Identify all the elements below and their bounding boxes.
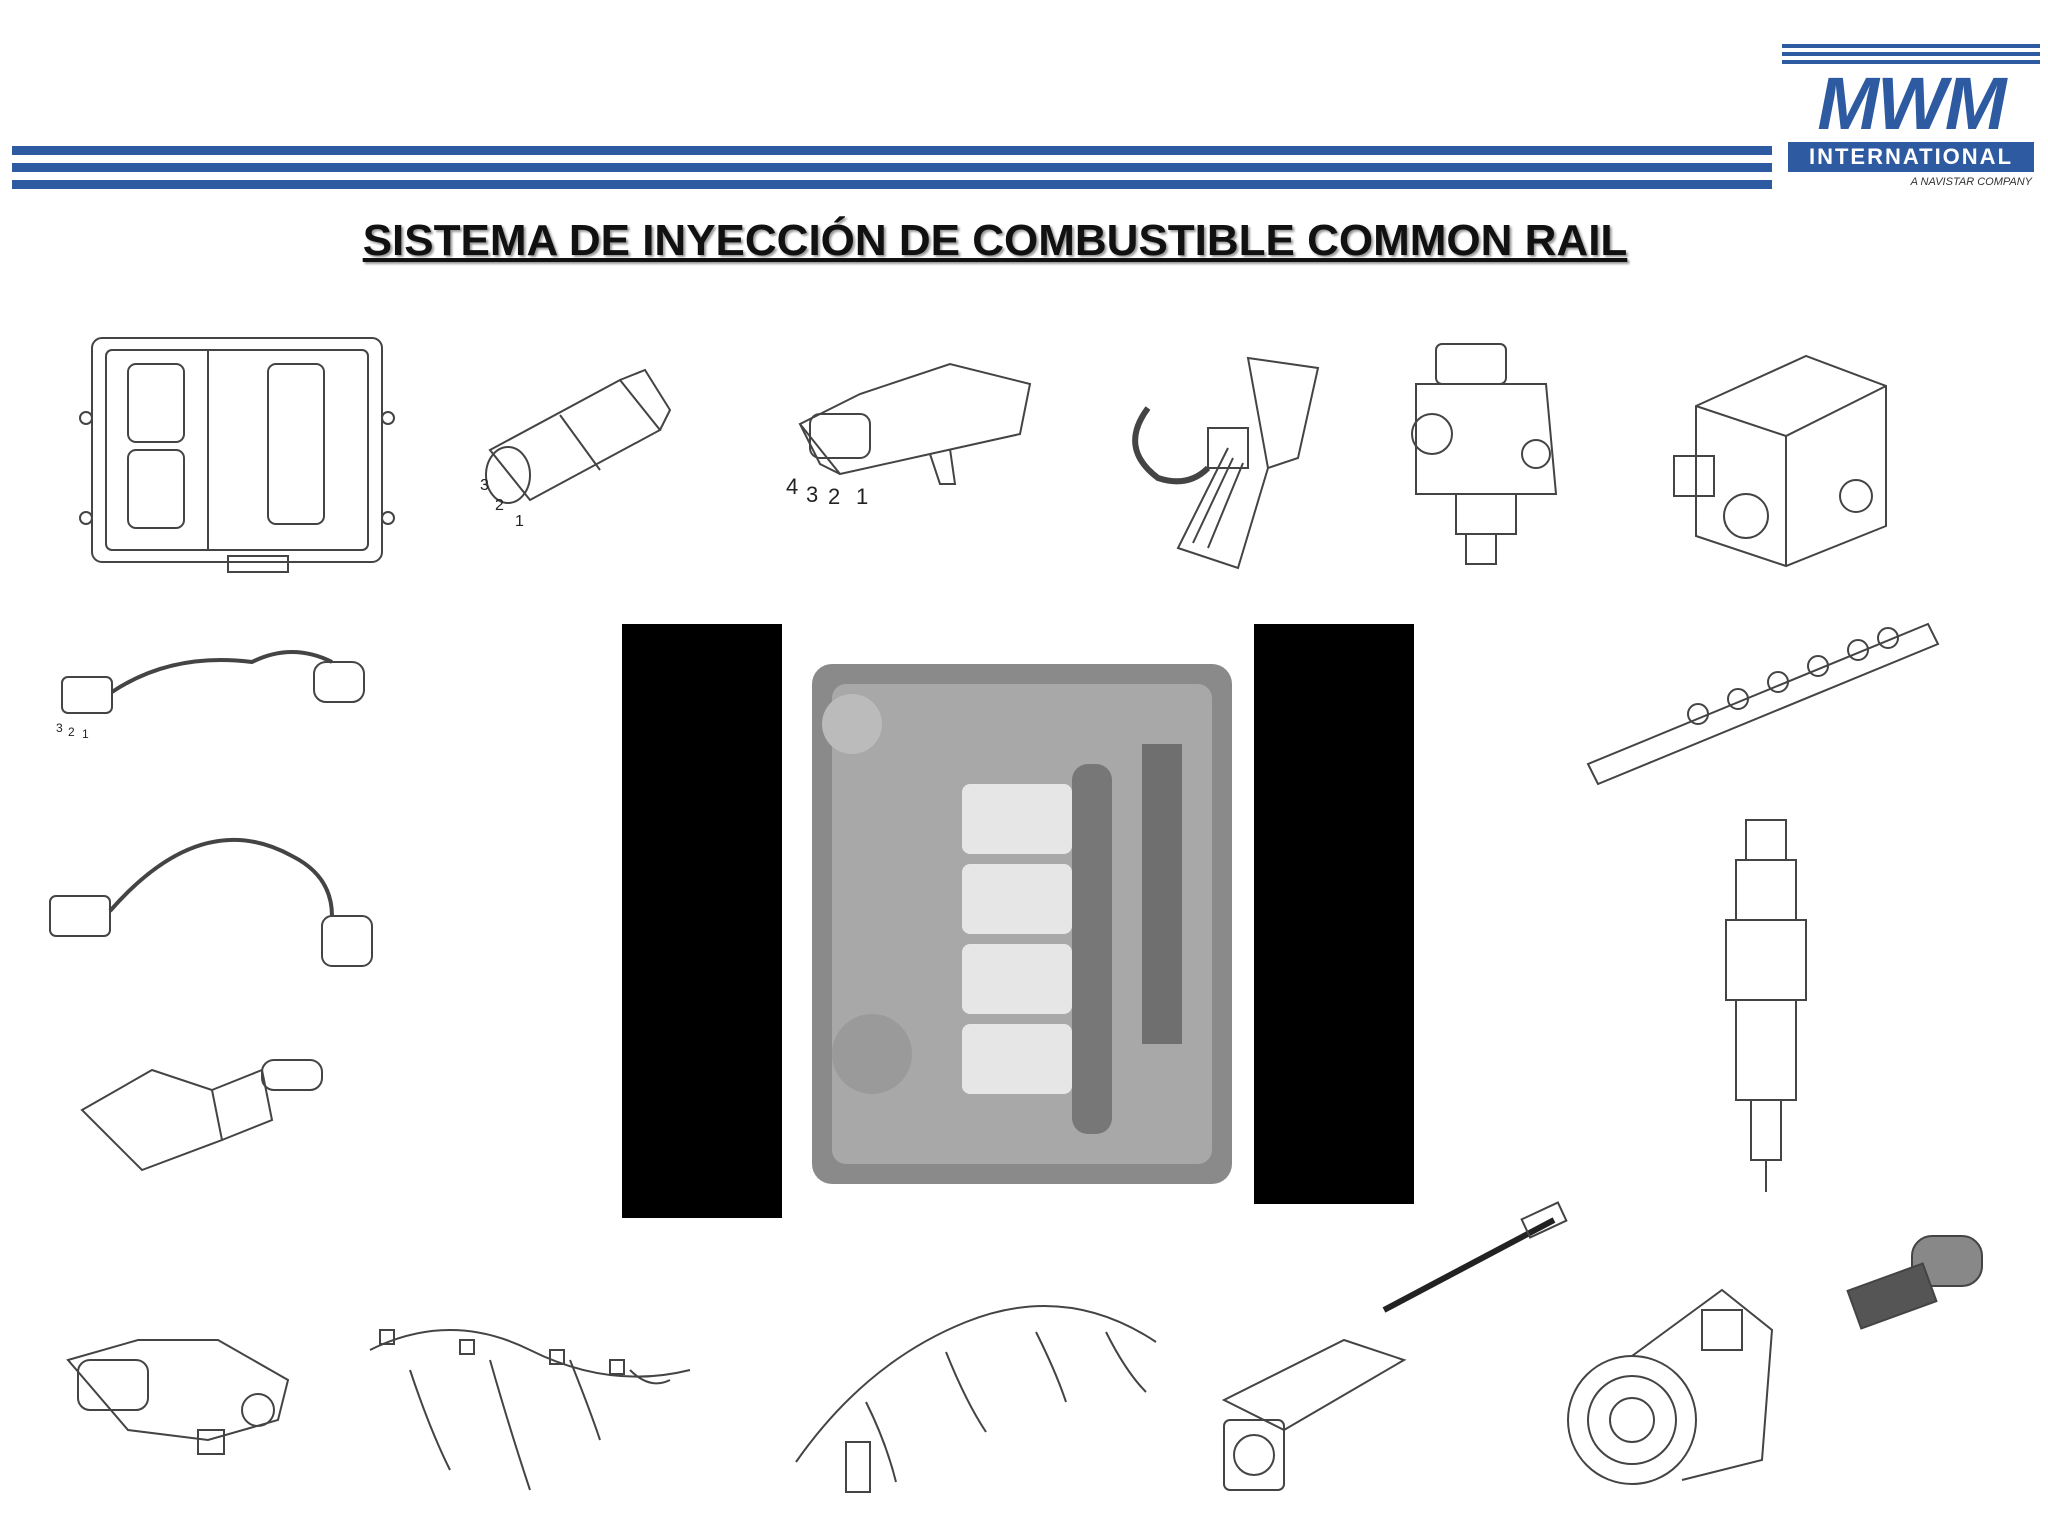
map-sensor-drawing: 4 3 2 1 <box>780 344 1040 524</box>
pin-label-2b: 2 <box>828 484 840 509</box>
pressure-sensor-drawing: 3 2 1 <box>470 350 690 530</box>
cable-pin-1: 1 <box>82 727 89 741</box>
cable-pin-2: 2 <box>68 725 75 739</box>
pin-label-1: 1 <box>515 513 524 530</box>
header-stripe-2 <box>12 163 1772 172</box>
cable-pin-3: 3 <box>56 721 63 735</box>
logo-tagline: A NAVISTAR COMPANY <box>1910 176 2032 188</box>
ecu-module-drawing <box>78 318 396 582</box>
probe-sensor-drawing <box>1204 1200 1570 1500</box>
injector-drawing <box>1716 816 1818 1196</box>
boost-sensor-drawing <box>58 1300 298 1460</box>
page-title: SISTEMA DE INYECCIÓN DE COMBUSTIBLE COMM… <box>362 216 1628 265</box>
header-stripe-1 <box>12 146 1772 155</box>
mwm-international-logo: MWM INTERNATIONAL A NAVISTAR COMPANY <box>1782 44 2040 194</box>
pin-label-2: 2 <box>495 497 504 514</box>
fuel-rail-drawing <box>1578 604 1948 788</box>
pin-label-4: 4 <box>786 474 798 499</box>
accelerator-pedal-drawing <box>1118 348 1348 574</box>
pin-label-3b: 3 <box>806 482 818 507</box>
logo-brand: MWM <box>1817 62 2006 145</box>
logo-bars <box>1782 44 2040 64</box>
temperature-sensor-drawing <box>72 1030 334 1180</box>
engine-image <box>622 624 1414 1218</box>
camshaft-sensor-drawing <box>42 816 392 976</box>
pin-label-3: 3 <box>480 477 489 494</box>
control-unit-box-drawing <box>1666 346 1896 574</box>
header-stripe-3 <box>12 180 1772 189</box>
wiring-harness-2-drawing <box>786 1262 1174 1510</box>
solenoid-valve-drawing <box>1842 1226 2004 1348</box>
wiring-harness-1-drawing <box>350 1270 710 1510</box>
crankshaft-sensor-drawing: 3 2 1 <box>52 632 392 742</box>
pressure-regulator-drawing <box>1396 334 1568 574</box>
high-pressure-pump-drawing <box>1562 1270 1782 1498</box>
logo-band: INTERNATIONAL <box>1788 142 2034 172</box>
pin-label-1b: 1 <box>856 484 868 509</box>
